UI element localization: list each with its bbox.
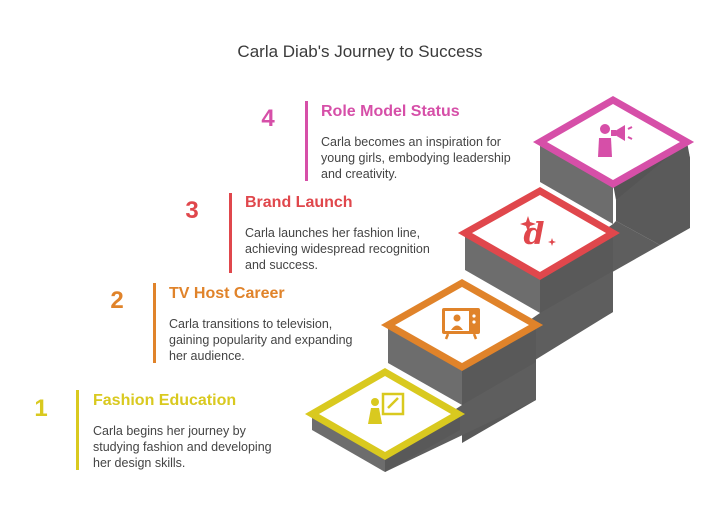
sparkle-brand-logo-icon: d [520, 216, 556, 252]
step-3-tile: d [457, 186, 620, 281]
step-3-number: 3 [185, 197, 199, 224]
step-2-description: Carla transitions to television, gaining… [169, 317, 353, 363]
teacher-board-icon [368, 392, 405, 424]
step-1-description: Carla begins her journey by studying fas… [93, 424, 272, 470]
staircase-body [312, 142, 690, 472]
step-1-divider [76, 390, 79, 470]
step-3-heading: Brand Launch [245, 194, 353, 211]
step-4-number: 4 [261, 105, 275, 132]
step-1-number: 1 [34, 395, 48, 422]
step-4-description: Carla becomes an inspiration for young g… [321, 135, 511, 181]
step-3-description: Carla launches her fashion line, achievi… [245, 226, 430, 272]
step-2-divider [153, 283, 156, 363]
step-4-divider [305, 101, 308, 181]
step-2-tile [380, 278, 544, 372]
person-megaphone-icon [598, 124, 633, 157]
diagram-title: Carla Diab's Journey to Success [237, 42, 483, 61]
step-4-tile [532, 95, 695, 189]
step-1-tile [304, 367, 466, 461]
step-1-heading: Fashion Education [93, 392, 237, 409]
step-2-number: 2 [110, 287, 124, 314]
step-4-heading: Role Model Status [321, 103, 460, 120]
step-3-divider [229, 193, 232, 273]
television-presenter-icon [442, 308, 480, 340]
step-2-heading: TV Host Career [169, 285, 285, 302]
